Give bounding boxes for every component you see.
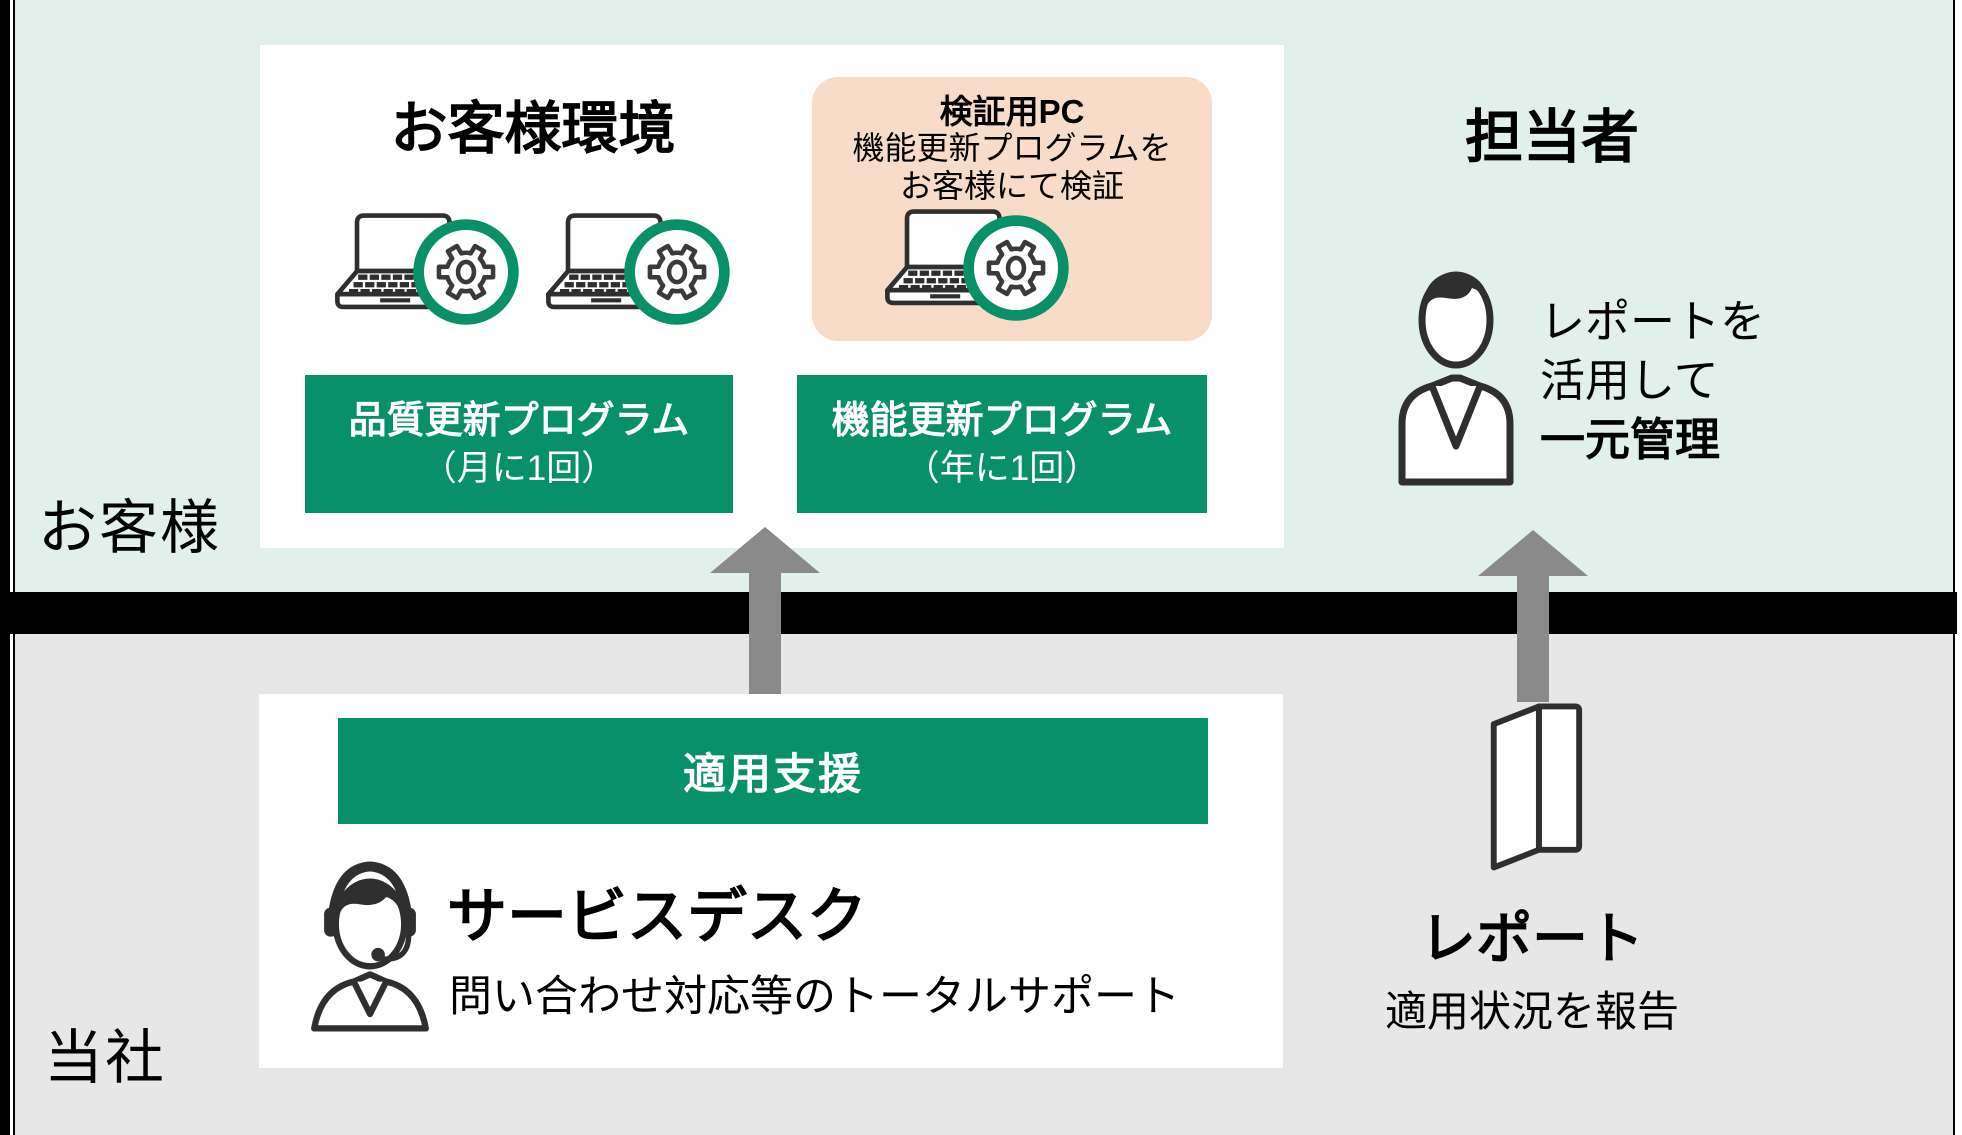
feature-update-title: 機能更新プログラム: [831, 399, 1173, 442]
manager-note-line3: 一元管理: [1540, 414, 1721, 465]
report-subtitle: 適用状況を報告: [1384, 988, 1680, 1035]
customer-zone-label: お客様: [38, 495, 222, 561]
verification-pc-box: 検証用PC 機能更新プログラムを お客様にて検証: [812, 77, 1212, 341]
service-desk-agent-icon: [311, 861, 429, 1032]
quality-update-title: 品質更新プログラム: [348, 399, 690, 442]
manager-person-icon: [1398, 271, 1514, 486]
gear-update-icon: [622, 217, 732, 327]
zone-divider-bar: [0, 592, 1957, 634]
report-book-icon: [1490, 703, 1583, 871]
up-arrow-report-shaft: [1517, 572, 1549, 702]
managed-pc-2: [537, 203, 737, 338]
verification-pc-line2: お客様にて検証: [899, 168, 1124, 204]
verification-pc-title: 検証用PC: [939, 93, 1085, 130]
managed-pc-1: [326, 203, 526, 338]
manager-note-line1: レポートを: [1540, 296, 1766, 347]
left-edge-bar: [0, 0, 10, 1135]
up-arrow-report-head: [1478, 530, 1588, 576]
manager-note-line2: 活用して: [1540, 355, 1719, 406]
apply-support-bar: 適用支援: [338, 718, 1208, 824]
manager-title: 担当者: [1464, 105, 1640, 170]
up-arrow-apply-head: [710, 527, 820, 573]
gear-update-icon: [961, 213, 1071, 323]
quality-update-frequency: （月に1回）: [421, 448, 617, 488]
manager-note: レポートを 活用して 一元管理: [1540, 292, 1765, 469]
customer-environment-box: お客様環境 検証用PC 機能更新プログラムを お客様にて検証 品質更新プログラム…: [260, 45, 1284, 548]
service-desk-title: サービスデスク: [447, 883, 867, 950]
quality-update-box: 品質更新プログラム （月に1回）: [305, 375, 733, 513]
verification-pc: [876, 199, 1076, 334]
feature-update-frequency: （年に1回）: [904, 448, 1100, 488]
company-zone-label: 当社: [44, 1025, 167, 1091]
support-box: 適用支援 サービスデスク 問い合わせ対応等のトータルサポート: [259, 694, 1283, 1068]
customer-environment-title: お客様環境: [390, 97, 676, 161]
feature-update-box: 機能更新プログラム （年に1回）: [797, 375, 1207, 513]
verification-pc-line1: 機能更新プログラムを: [852, 130, 1172, 166]
service-desk-subtitle: 問い合わせ対応等のトータルサポート: [449, 973, 1180, 1021]
report-title: レポート: [1420, 907, 1644, 970]
gear-update-icon: [411, 217, 521, 327]
